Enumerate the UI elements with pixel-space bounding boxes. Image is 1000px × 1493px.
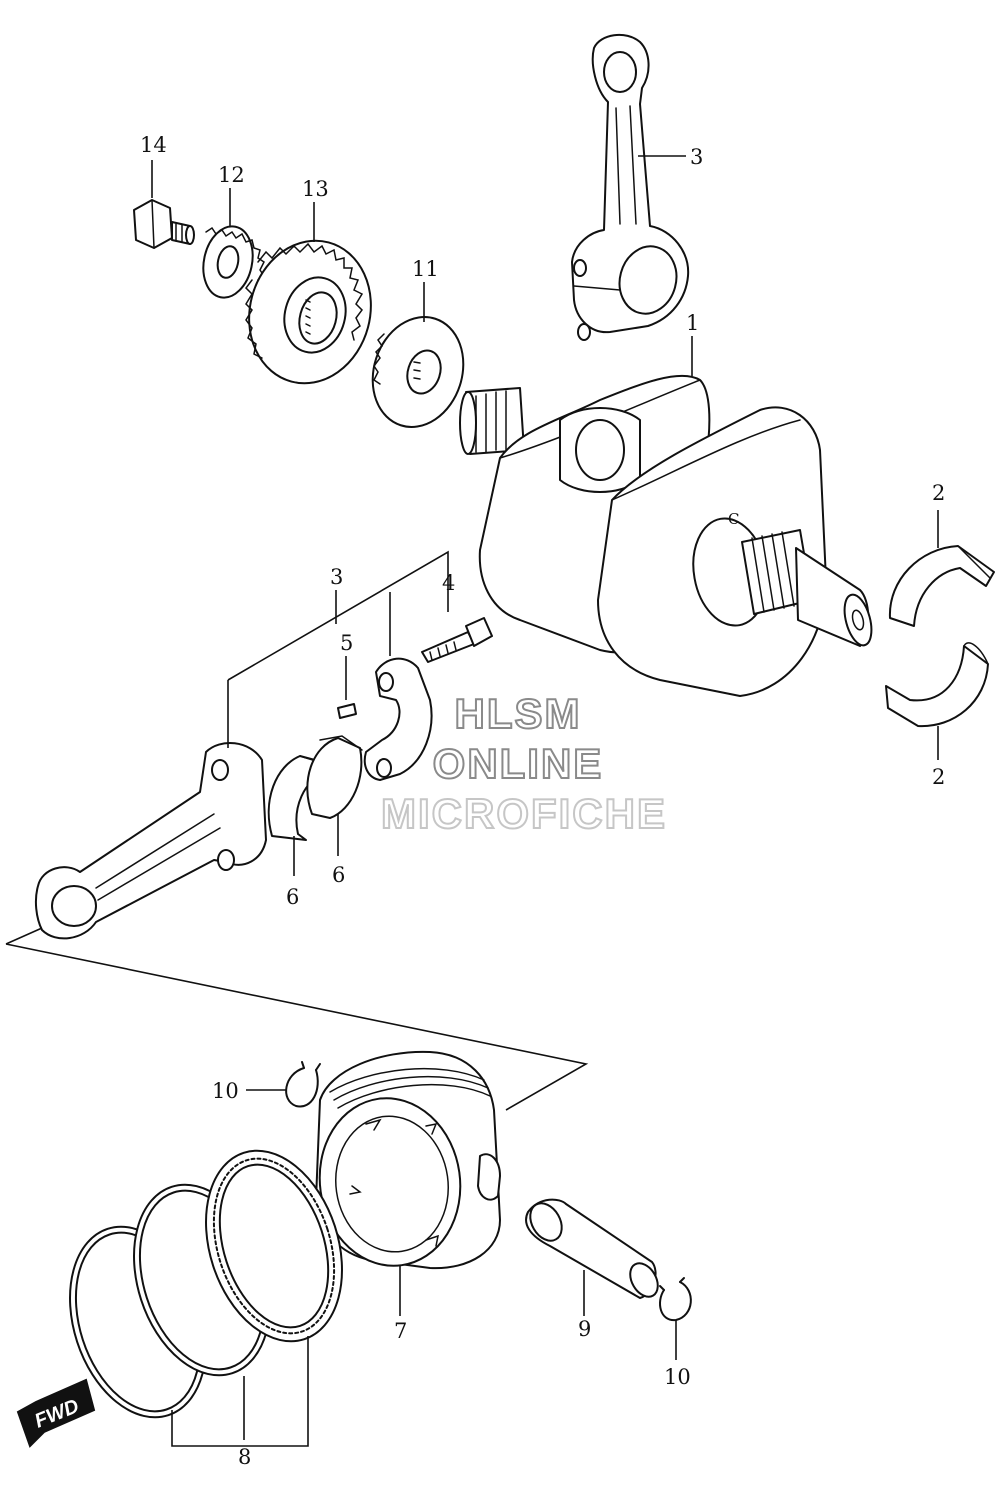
callout-12: 12	[218, 163, 245, 187]
fwd-arrow: FWD	[16, 1378, 96, 1448]
part-7-piston	[315, 1050, 501, 1270]
part-10-circlip-upper	[285, 1061, 321, 1108]
callout-11: 11	[412, 257, 439, 281]
fwd-arrow-icon	[16, 1378, 96, 1448]
part-10-circlip-lower	[659, 1277, 692, 1322]
part-3-conrod-top	[571, 33, 690, 341]
callout-1: 1	[686, 311, 699, 335]
watermark-line-1: HLSM	[455, 690, 582, 737]
callout-labels: 1 2 2 3 3 4 5 6 6 7 8 9 10 10 11 12 13 1…	[140, 133, 945, 1469]
svg-text:C: C	[728, 510, 739, 528]
part-8-piston-rings	[69, 1149, 343, 1419]
callout-13: 13	[302, 177, 329, 201]
callout-14: 14	[140, 133, 167, 157]
callout-3-top: 3	[690, 145, 703, 169]
callout-8: 8	[238, 1445, 251, 1469]
part-2-bearing-upper	[888, 545, 995, 627]
part-2-bearing-lower	[885, 642, 989, 728]
callout-6-right: 6	[332, 863, 345, 887]
callout-2-lower: 2	[932, 765, 945, 789]
part-14-bolt	[133, 199, 195, 249]
callout-10-lower: 10	[664, 1365, 691, 1389]
part-3-conrod-cap	[363, 657, 433, 781]
part-13-gear	[245, 239, 372, 385]
part-9-piston-pin	[525, 1198, 659, 1299]
watermark-line-3: MICROFICHE	[381, 790, 667, 837]
callout-4: 4	[442, 571, 455, 595]
part-1-crankshaft: C	[459, 374, 873, 697]
watermark-line-2: ONLINE	[433, 740, 604, 787]
part-3-conrod-lower	[34, 741, 267, 940]
part-6-bearing-b	[306, 735, 363, 819]
part-5-pin	[337, 703, 357, 719]
part-11-washer	[371, 316, 465, 428]
callout-2-upper: 2	[932, 481, 945, 505]
callout-9: 9	[578, 1317, 591, 1341]
callout-3-lower: 3	[330, 565, 343, 589]
callout-10-upper: 10	[212, 1079, 239, 1103]
callout-6-left: 6	[286, 885, 299, 909]
callout-5: 5	[340, 631, 353, 655]
part-12-sprocket	[202, 225, 266, 299]
part-4-conrod-bolt	[421, 617, 493, 663]
watermark: HLSM ONLINE MICROFICHE	[380, 689, 667, 838]
leader-lines	[5, 155, 939, 1447]
callout-7: 7	[394, 1319, 407, 1343]
